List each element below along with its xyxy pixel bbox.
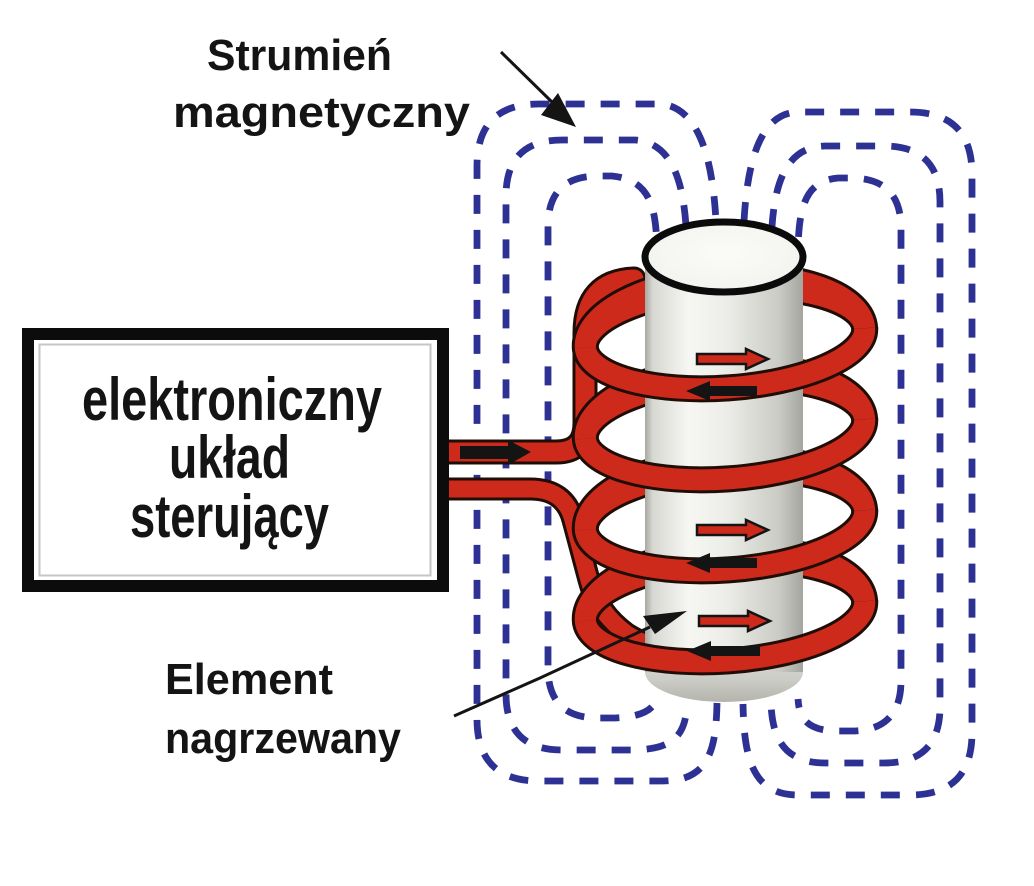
- svg-text:nagrzewany: nagrzewany: [165, 714, 401, 763]
- svg-text:magnetyczny: magnetyczny: [173, 88, 471, 137]
- svg-text:elektroniczny: elektroniczny: [82, 366, 382, 433]
- svg-text:Element: Element: [165, 655, 333, 704]
- svg-text:układ: układ: [169, 424, 290, 491]
- svg-text:Strumień: Strumień: [207, 31, 392, 80]
- svg-text:sterujący: sterujący: [130, 483, 329, 550]
